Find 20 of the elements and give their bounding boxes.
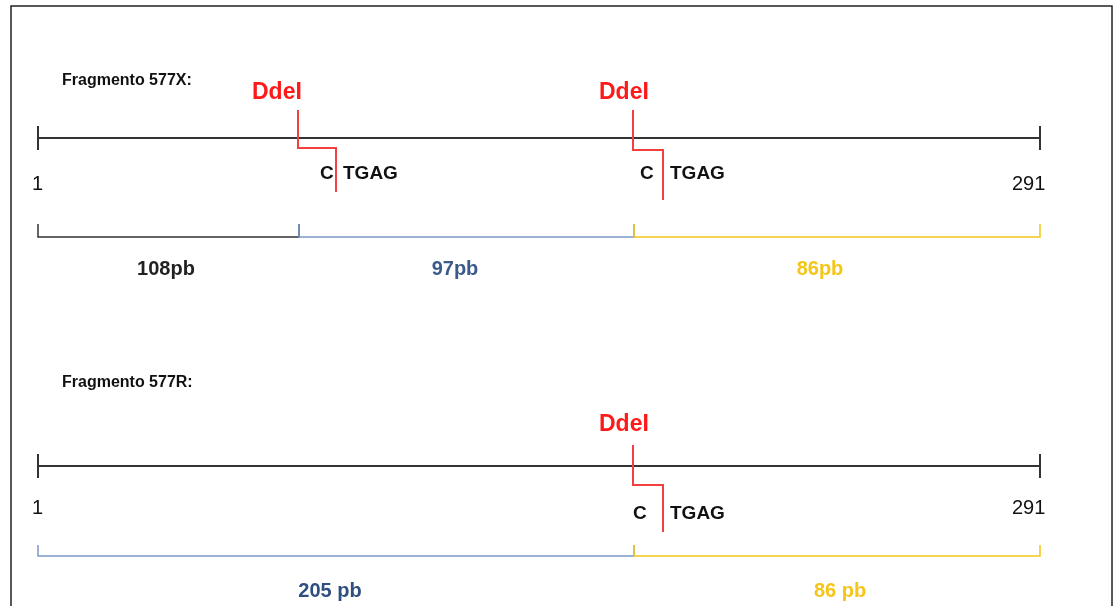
sequence-text: C xyxy=(640,163,654,182)
sequence-text: TGAG xyxy=(670,163,725,182)
sequence-text: C xyxy=(320,163,334,182)
position-number: 1 xyxy=(32,173,44,193)
enzyme-label: DdeI xyxy=(599,412,649,435)
sequence-text: TGAG xyxy=(670,503,725,522)
sequence-text: TGAG xyxy=(343,163,398,182)
position-number: 291 xyxy=(1012,173,1046,193)
fragment-size: 108pb xyxy=(137,258,195,278)
sequence-text: C xyxy=(633,503,647,522)
fragment-size: 86pb xyxy=(796,258,844,278)
enzyme-label: DdeI xyxy=(252,80,302,103)
fragment-size: 97pb xyxy=(431,258,479,278)
position-number: 291 xyxy=(1012,497,1046,517)
fragment-size: 205 pb xyxy=(298,580,362,600)
fragment-title: Fragmento 577R: xyxy=(62,374,193,390)
fragment-size: 86 pb xyxy=(813,580,867,600)
enzyme-label: DdeI xyxy=(599,80,649,103)
fragment-title: Fragmento 577X: xyxy=(62,72,192,88)
position-number: 1 xyxy=(32,497,44,517)
